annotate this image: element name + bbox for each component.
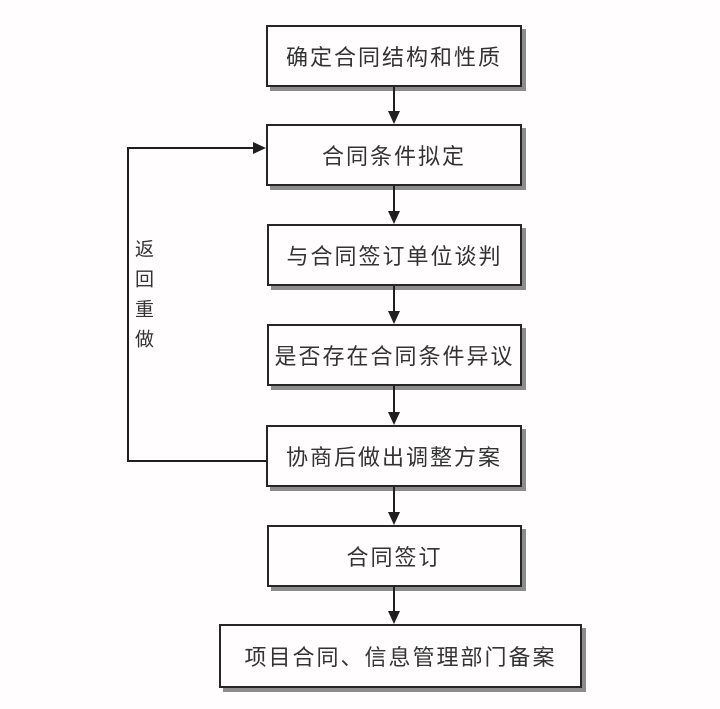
flow-node-determine-contract-structure: 确定合同结构和性质	[266, 25, 522, 87]
feedback-label: 返回重做	[132, 239, 153, 359]
connector-line-4	[393, 386, 395, 413]
connector-line-5	[393, 487, 395, 513]
connector-line-2	[393, 186, 395, 212]
flow-node-make-adjustment-plan: 协商后做出调整方案	[266, 425, 522, 487]
connector-line-6	[393, 587, 395, 612]
flow-node-draft-contract-terms: 合同条件拟定	[266, 124, 522, 186]
flow-node-check-term-objections: 是否存在合同条件异议	[267, 324, 522, 386]
arrow-right-icon-feedback	[253, 142, 266, 154]
arrow-down-icon-1	[388, 111, 400, 124]
feedback-line-bottom	[127, 460, 267, 462]
arrow-down-icon-5	[388, 512, 400, 525]
arrow-down-icon-2	[388, 211, 400, 224]
arrow-down-icon-4	[388, 412, 400, 425]
flow-node-contract-signing: 合同签订	[267, 525, 522, 587]
flow-node-filing-with-departments: 项目合同、信息管理部门备案	[219, 624, 582, 688]
arrow-down-icon-3	[388, 311, 400, 324]
connector-line-1	[393, 87, 395, 112]
arrow-down-icon-6	[388, 611, 400, 624]
feedback-line-top	[127, 147, 253, 149]
flow-node-negotiate-with-signing-party: 与合同签订单位谈判	[267, 224, 522, 286]
feedback-line-vertical	[127, 147, 129, 462]
connector-line-3	[393, 286, 395, 312]
